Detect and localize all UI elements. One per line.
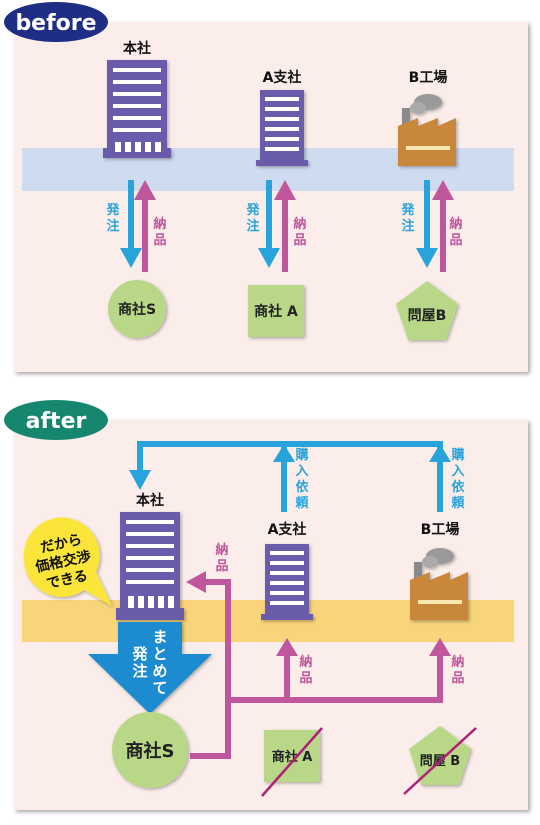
before-hq-building xyxy=(103,60,171,158)
after-trading-s-label: 商社S xyxy=(126,740,175,762)
after-factory-b-icon xyxy=(410,548,468,620)
before-order-label-3-b: 注 xyxy=(401,218,414,234)
before-panel: before 本社 A支社 xyxy=(4,2,528,372)
after-delivery-label-2-a: 納 xyxy=(299,654,312,670)
before-trading-a-label: 商社 A xyxy=(254,303,298,320)
after-bulk-order-col2-b: 注 xyxy=(132,662,147,680)
after-delivery-label-1-b: 品 xyxy=(215,559,228,574)
after-branch-a-label: A支社 xyxy=(268,521,307,538)
after-bulk-order-col1-b: と xyxy=(152,645,167,663)
after-factory-b-label: B工場 xyxy=(421,521,460,538)
before-delivery-label-2-a: 納 xyxy=(293,216,306,232)
after-request-label-1-c: 依 xyxy=(295,479,309,495)
after-trading-a-square xyxy=(264,730,320,782)
after-trading-s-circle xyxy=(112,712,188,788)
before-branch-a-label: A支社 xyxy=(263,69,302,86)
after-delivery-label-3-a: 納 xyxy=(451,654,464,670)
after-panel: after 購 入 依 頼 購 入 依 頼 xyxy=(4,400,528,810)
before-trading-a-square xyxy=(248,285,304,337)
before-hq-label: 本社 xyxy=(123,40,151,57)
before-delivery-arrow-3 xyxy=(432,180,454,272)
after-request-label-1-b: 入 xyxy=(295,464,308,479)
before-order-arrow-2 xyxy=(258,180,280,268)
before-wholesaler-b-label: 問屋B xyxy=(408,308,447,324)
before-delivery-label-3-b: 品 xyxy=(449,233,462,248)
before-factory-b-label: B工場 xyxy=(409,69,448,86)
before-delivery-label-1-b: 品 xyxy=(153,233,166,248)
before-order-label-1-a: 発 xyxy=(105,202,120,218)
after-purchase-request-path xyxy=(129,441,451,512)
after-bulk-order-col1-c: め xyxy=(152,662,167,680)
after-hq-label: 本社 xyxy=(136,492,164,509)
before-trading-s-circle xyxy=(108,280,166,338)
after-badge-label: after xyxy=(26,409,87,434)
before-wholesaler-b-pentagon xyxy=(396,281,458,340)
after-delivery-label-3-b: 品 xyxy=(451,671,464,686)
after-bulk-order-arrow xyxy=(88,622,212,714)
before-branch-a-building xyxy=(256,90,308,166)
before-order-arrow-1 xyxy=(120,180,142,268)
before-order-label-2-b: 注 xyxy=(246,218,259,234)
before-delivery-label-2-b: 品 xyxy=(293,233,306,248)
before-order-label-1-b: 注 xyxy=(106,218,119,234)
before-order-label-3-a: 発 xyxy=(400,202,415,218)
after-request-label-1-d: 頼 xyxy=(294,495,309,511)
after-request-label-2-d: 頼 xyxy=(450,495,465,511)
before-trading-s-label: 商社S xyxy=(118,301,156,318)
before-factory-b-icon xyxy=(398,94,456,166)
after-delivery-label-1-a: 納 xyxy=(215,542,228,558)
after-trading-a-cross-line xyxy=(261,727,323,797)
before-delivery-arrow-1 xyxy=(134,180,156,272)
after-speech-bubble xyxy=(23,517,112,606)
after-request-label-2-c: 依 xyxy=(451,479,465,495)
after-delivery-label-2-b: 品 xyxy=(299,671,312,686)
after-bulk-order-col2-a: 発 xyxy=(131,645,148,663)
after-hq-building xyxy=(116,512,184,620)
after-trading-a-label: 商社 A xyxy=(272,749,313,765)
after-request-label-2-a: 購 xyxy=(450,447,464,463)
after-wholesaler-b-cross-line xyxy=(403,727,477,795)
before-order-arrow-3 xyxy=(416,180,438,268)
before-order-label-2-a: 発 xyxy=(245,202,260,218)
after-badge xyxy=(4,400,108,440)
before-delivery-label-1-a: 納 xyxy=(153,216,166,232)
after-bulk-order-col1-d: て xyxy=(152,679,167,697)
after-request-label-1-a: 購 xyxy=(294,447,308,463)
before-badge xyxy=(4,2,108,42)
after-request-label-2-b: 入 xyxy=(451,464,464,479)
before-badge-label: before xyxy=(15,11,96,36)
before-delivery-arrow-2 xyxy=(274,180,296,272)
after-bulk-order-col1-a: ま xyxy=(152,628,167,646)
before-delivery-label-3-a: 納 xyxy=(449,216,462,232)
after-wholesaler-b-pentagon xyxy=(409,726,471,785)
after-delivery-path xyxy=(186,571,451,759)
after-branch-a-building xyxy=(261,544,313,620)
